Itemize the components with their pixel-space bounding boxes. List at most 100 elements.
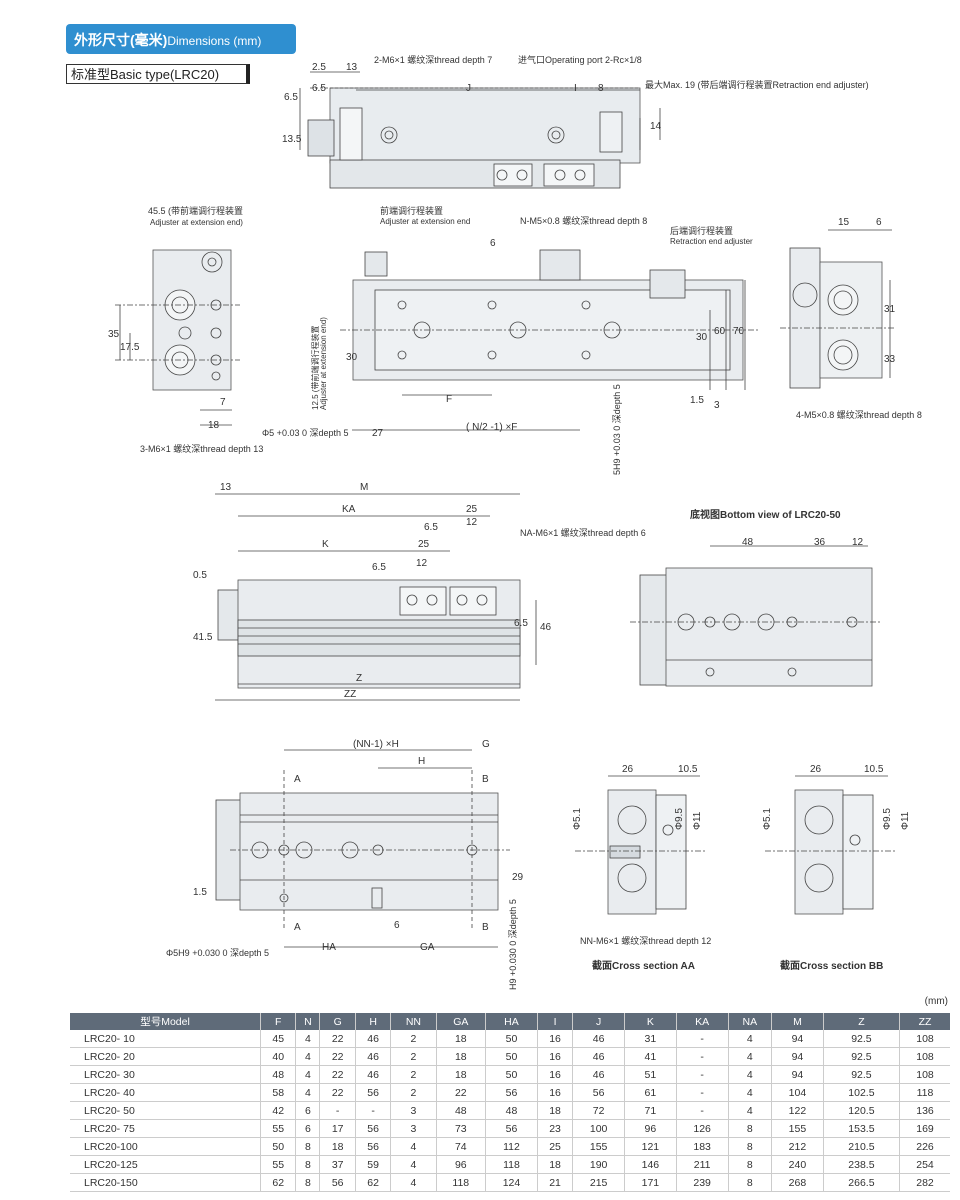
table-cell: 2 [390, 1030, 436, 1048]
table-cell: 17 [319, 1119, 356, 1138]
svg-text:B: B [482, 774, 489, 785]
max19-label: 最大Max. 19 (带后端调行程装置Retraction end adjust… [645, 79, 869, 90]
table-cell: 16 [536, 1065, 573, 1084]
table-cell: 215 [572, 1173, 625, 1192]
phi5-label: Φ5 +0.03 0 深depth 5 [262, 428, 349, 438]
svg-text:G: G [482, 739, 490, 750]
table-cell: - [675, 1083, 729, 1102]
svg-text:Φ11: Φ11 [900, 811, 911, 830]
table-cell: 268 [771, 1173, 824, 1192]
table-cell: 61 [624, 1083, 677, 1102]
table-cell: 2 [390, 1083, 436, 1102]
table-cell: 8 [727, 1155, 772, 1174]
table-cell: 112 [485, 1137, 538, 1156]
table-cell: - [675, 1047, 729, 1066]
na-m6-label: NA-M6×1 螺纹深thread depth 6 [520, 527, 646, 538]
table-cell: 56 [485, 1083, 538, 1102]
table-cell-model: LRC20- 40 [70, 1083, 261, 1102]
table-cell: 108 [899, 1065, 950, 1084]
svg-text:60: 60 [714, 326, 726, 337]
table-cell: 124 [485, 1173, 538, 1192]
table-cell: 18 [319, 1137, 356, 1156]
table-cell: 96 [624, 1119, 677, 1138]
table-cell: 155 [771, 1119, 824, 1138]
table-cell: 56 [354, 1083, 391, 1102]
table-cell: 92.5 [822, 1047, 900, 1066]
table-cell: 3 [390, 1101, 436, 1120]
svg-text:GA: GA [420, 942, 435, 953]
svg-text:Φ9.5: Φ9.5 [674, 808, 685, 830]
table-cell: 18 [435, 1030, 486, 1048]
table-cell: 239 [675, 1173, 729, 1192]
technical-drawing: 2.5 13 6.5 6.5 13.5 J I 8 14 2-M6×1 螺纹深t… [108, 54, 922, 990]
table-header-cell: Z [822, 1013, 900, 1030]
table-cell: 118 [435, 1173, 486, 1192]
table-header-cell: I [536, 1013, 573, 1030]
table-cell: 126 [675, 1119, 729, 1138]
table-cell: 4 [295, 1065, 320, 1084]
table-cell: 282 [899, 1173, 950, 1192]
header-title-cn: 外形尺寸(毫米) [74, 32, 168, 48]
m6-3-label: 3-M6×1 螺纹深thread depth 13 [140, 443, 263, 454]
unit-label: (mm) [924, 996, 948, 1007]
table-cell-model: LRC20- 20 [70, 1047, 261, 1066]
front-adj-en: Adjuster at extension end [380, 217, 470, 226]
svg-text:6.5: 6.5 [372, 562, 386, 573]
table-cell: 50 [260, 1137, 296, 1156]
table-cell: 31 [624, 1030, 677, 1048]
table-cell: 55 [260, 1119, 296, 1138]
svg-text:12: 12 [852, 537, 864, 548]
table-cell: 22 [319, 1047, 356, 1066]
svg-text:12: 12 [416, 558, 428, 569]
svg-text:1.5: 1.5 [690, 395, 704, 406]
svg-text:2.5: 2.5 [312, 62, 326, 73]
table-cell: 40 [260, 1047, 296, 1066]
table-cell: - [319, 1101, 356, 1120]
table-cell: 46 [572, 1047, 625, 1066]
table-header-cell: H [354, 1013, 391, 1030]
table-cell: 3 [390, 1119, 436, 1138]
svg-text:8: 8 [598, 83, 604, 94]
svg-text:25: 25 [418, 539, 430, 550]
table-cell: 136 [899, 1101, 950, 1120]
h9b-label: 5H9 +0.030 0 深depth 5 [508, 899, 518, 990]
table-cell: 155 [572, 1137, 625, 1156]
table-cell: 72 [572, 1101, 625, 1120]
vert125-label: 12.5 (带前端调行程装置 [310, 326, 320, 410]
cross-section-bb [765, 775, 895, 915]
lower-view [215, 749, 510, 948]
m5-4-label: 4-M5×0.8 螺纹深thread depth 8 [796, 409, 922, 420]
table-header-cell: NA [727, 1013, 772, 1030]
table-cell: 18 [435, 1047, 486, 1066]
svg-text:26: 26 [622, 764, 634, 775]
table-cell: 48 [435, 1101, 486, 1120]
table-cell: 120.5 [822, 1101, 900, 1120]
table-cell: 108 [899, 1047, 950, 1066]
table-cell: 238.5 [822, 1155, 900, 1174]
table-cell: 118 [899, 1083, 950, 1102]
svg-text:14: 14 [650, 121, 662, 132]
table-cell: 50 [485, 1065, 538, 1084]
rear-adj-en: Retraction end adjuster [670, 237, 753, 246]
table-cell: 8 [727, 1137, 772, 1156]
svg-text:3: 3 [714, 400, 720, 411]
table-cell: 8 [295, 1173, 320, 1192]
svg-text:17.5: 17.5 [120, 342, 140, 353]
table-cell-model: LRC20- 50 [70, 1101, 261, 1120]
table-cell: 122 [771, 1101, 824, 1120]
table-cell: 104 [771, 1083, 824, 1102]
table-header-cell: ZZ [899, 1013, 950, 1030]
svg-text:ZZ: ZZ [344, 689, 356, 700]
table-header-cell: N [295, 1013, 320, 1030]
table-cell: 4 [727, 1083, 772, 1102]
table-cell: 2 [390, 1047, 436, 1066]
table-cell: 25 [536, 1137, 573, 1156]
table-cell: 100 [572, 1119, 625, 1138]
svg-text:15: 15 [838, 217, 850, 228]
